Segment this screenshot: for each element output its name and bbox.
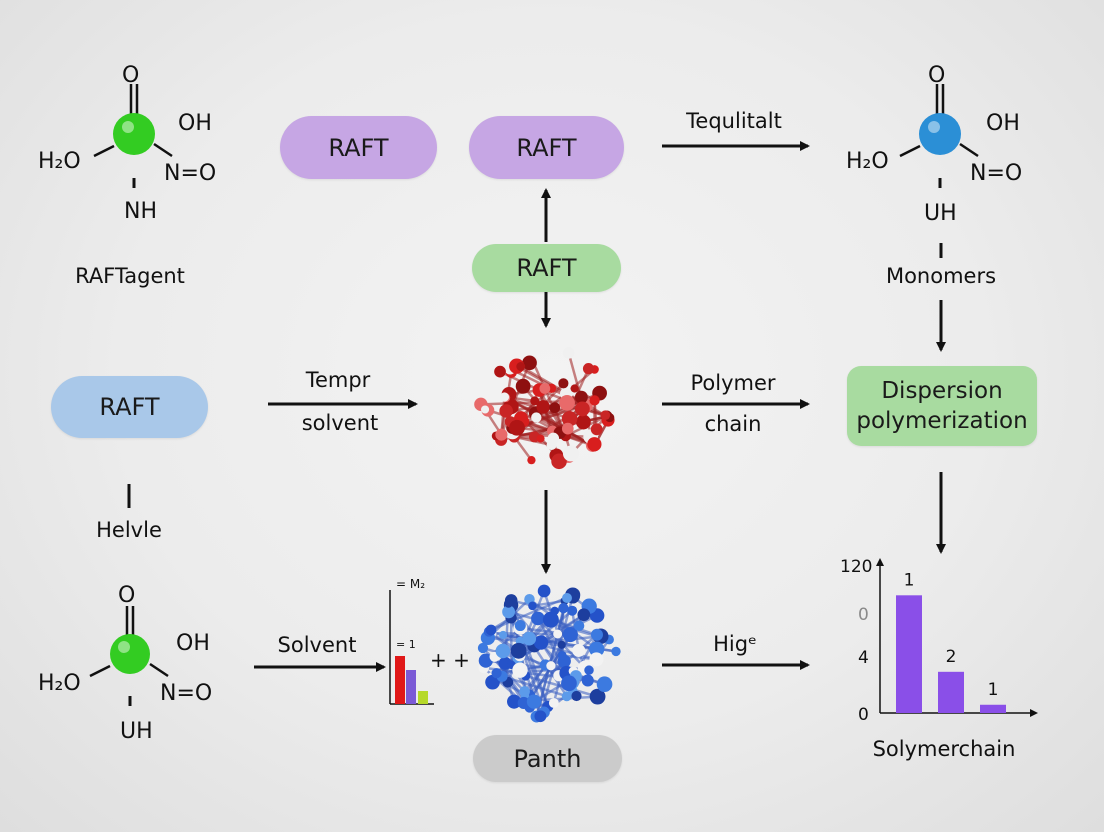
raft-pill-label: RAFT (516, 133, 577, 162)
chain-label: chain (704, 412, 762, 436)
blue-atom-icon (919, 113, 961, 155)
mol-oh: OH (176, 631, 210, 656)
y-tick-label: 120 (840, 557, 872, 577)
tempr-label: Tempr (305, 368, 371, 392)
mol-uh: UH (120, 719, 153, 744)
mol-nh: NH (124, 199, 157, 224)
mol-no: N=O (970, 161, 1022, 186)
chart-x-axis-label: Solymerchain (873, 737, 1016, 761)
mol-h2o: H₂O (846, 149, 889, 174)
chart-bar (980, 704, 1006, 713)
raft-pill-label: RAFT (516, 254, 577, 282)
raft-agent-label: RAFTagent (75, 264, 185, 288)
panth-pill: Panth (473, 735, 622, 782)
hig-label: Higᵉ (713, 632, 757, 656)
chart-bar-label: 1 (904, 570, 915, 590)
mol-o-top: O (122, 63, 139, 88)
polymer-label: Polymer (690, 371, 776, 395)
mol-no: N=O (160, 681, 212, 706)
dispersion-line2: polymerization (856, 408, 1028, 434)
molecule-bottom-left: O OH H₂O N=O UH (38, 583, 212, 744)
panth-pill-label: Panth (513, 744, 582, 773)
tequilitalt-label: Tequlitalt (686, 109, 782, 133)
mol-o-top: O (928, 63, 945, 88)
raft-pill-green: RAFT (472, 244, 621, 292)
green-atom-icon (113, 113, 155, 155)
mini-bar-violet (406, 670, 416, 704)
mini-bar-chart: = M₂ = 1 (389, 577, 434, 705)
molecule-top-left: O OH H₂O N=O NH (38, 63, 216, 224)
plus-signs: + + (430, 648, 470, 672)
solvent-bottom-label: Solvent (277, 633, 357, 657)
y-tick-label: 0 (858, 605, 869, 625)
mol-o-top: O (118, 583, 135, 608)
y-tick-label: 4 (858, 648, 869, 668)
mini-bar-red (395, 656, 405, 704)
helvle-label: Helvle (96, 518, 162, 542)
raft-pill-top-left: RAFT (280, 116, 437, 179)
monomers-label: Monomers (885, 264, 997, 288)
molecule-top-right: O OH H₂O N=O UH (846, 63, 1022, 226)
mol-uh: UH (924, 201, 957, 226)
raft-pill-blue: RAFT (51, 376, 208, 438)
chart-bar (896, 595, 922, 713)
mol-h2o: H₂O (38, 149, 81, 174)
raft-pill-label: RAFT (328, 133, 389, 162)
dispersion-polymerization-box: Dispersion polymerization (847, 366, 1037, 446)
mol-oh: OH (178, 111, 212, 136)
blue-polymer-network-icon (477, 584, 621, 723)
red-polymer-cluster-icon (474, 347, 615, 470)
mini-chart-top-label: = M₂ (396, 577, 425, 591)
green-atom-icon (110, 634, 150, 674)
mol-oh: OH (986, 111, 1020, 136)
mol-h2o: H₂O (38, 671, 81, 696)
polymer-chain-bar-chart: 120 0 4 0 1 2 1 Solymerchain (840, 557, 1038, 761)
raft-pill-top-center: RAFT (469, 116, 624, 179)
y-tick-label: 0 (858, 705, 869, 725)
mini-bar-lime (418, 691, 428, 704)
chart-bar (938, 671, 964, 713)
chart-bar-label: 1 (988, 680, 999, 700)
chart-bar-label: 2 (946, 647, 957, 667)
mini-chart-one-label: = 1 (396, 638, 416, 651)
dispersion-line1: Dispersion (881, 378, 1003, 404)
mol-no: N=O (164, 161, 216, 186)
solvent-mid-label: solvent (301, 411, 379, 435)
raft-pill-label: RAFT (99, 393, 160, 421)
